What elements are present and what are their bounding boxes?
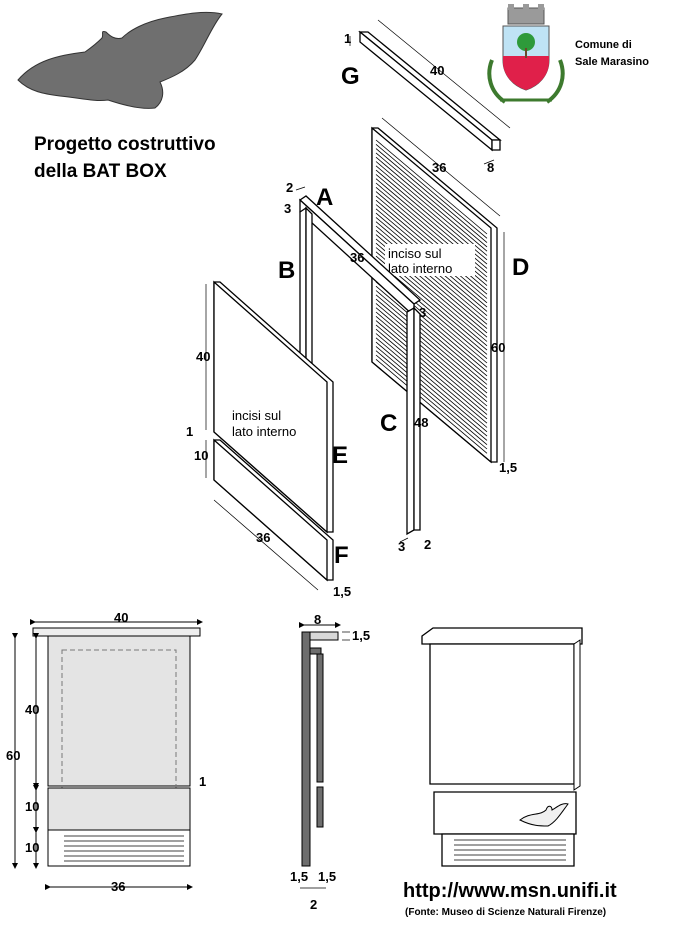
groove-line bbox=[375, 311, 488, 407]
groove-line bbox=[375, 294, 488, 390]
dim-e-height: 40 bbox=[196, 349, 210, 364]
title-line-2: della BAT BOX bbox=[34, 161, 167, 182]
dim-d-width: 36 bbox=[432, 160, 446, 175]
note-d-bg bbox=[385, 244, 475, 276]
part-g bbox=[349, 19, 511, 165]
groove-line bbox=[375, 324, 488, 420]
dim-e-gap: 1 bbox=[186, 424, 193, 439]
part-b bbox=[299, 206, 313, 378]
groove-line bbox=[375, 354, 488, 450]
groove-line bbox=[375, 341, 488, 437]
front-dim-top: 40 bbox=[114, 610, 128, 625]
dim-c-top: 3 bbox=[419, 305, 426, 320]
side-view bbox=[299, 622, 350, 889]
dim-a-w: 2 bbox=[286, 180, 293, 195]
label-a: A bbox=[316, 184, 333, 211]
front-dim-low: 10 bbox=[25, 840, 39, 855]
groove-line bbox=[375, 358, 488, 454]
note-d-line-2: lato interno bbox=[388, 261, 452, 276]
groove-line bbox=[375, 315, 488, 411]
part-e bbox=[205, 280, 334, 534]
groove-line bbox=[375, 350, 488, 446]
groove-line bbox=[375, 152, 488, 248]
dim-g-len: 40 bbox=[430, 63, 444, 78]
side-dim-right: 1,5 bbox=[318, 869, 336, 884]
side-dim-bottom: 2 bbox=[310, 897, 317, 912]
groove-line bbox=[375, 290, 488, 385]
side-dim-top: 8 bbox=[314, 612, 321, 627]
title-line-1: Progetto costruttivo bbox=[34, 134, 216, 155]
groove-line bbox=[375, 346, 488, 441]
bat-engraving-icon bbox=[519, 803, 569, 827]
label-e: E bbox=[332, 442, 348, 469]
label-c: C bbox=[380, 410, 397, 437]
part-c bbox=[399, 306, 421, 543]
front-dim-mid: 10 bbox=[25, 799, 39, 814]
dim-a-d: 3 bbox=[284, 201, 291, 216]
note-e-line-1: incisi sul bbox=[232, 408, 281, 423]
side-dim-roof: 1,5 bbox=[352, 628, 370, 643]
side-dim-left: 1,5 bbox=[290, 869, 308, 884]
groove-line bbox=[375, 303, 488, 398]
front-dim-gap: 1 bbox=[199, 774, 206, 789]
source-credit: (Fonte: Museo di Scienze Naturali Firenz… bbox=[405, 907, 606, 918]
bat-silhouette bbox=[17, 11, 223, 109]
dim-d-height: 60 bbox=[491, 340, 505, 355]
groove-line bbox=[375, 148, 488, 243]
website-url: http://www.msn.unifi.it bbox=[403, 880, 617, 902]
front-dim-upper: 40 bbox=[25, 702, 39, 717]
groove-line bbox=[375, 328, 488, 424]
groove-line bbox=[375, 307, 488, 403]
dim-c-len: 48 bbox=[414, 415, 428, 430]
dim-f-height: 10 bbox=[194, 448, 208, 463]
label-f: F bbox=[334, 542, 349, 569]
label-g: G bbox=[341, 63, 360, 90]
coat-of-arms-icon bbox=[487, 4, 565, 104]
label-d: D bbox=[512, 254, 529, 281]
municipality-line-2: Sale Marasino bbox=[575, 56, 649, 68]
groove-line bbox=[375, 285, 488, 381]
groove-line bbox=[375, 337, 488, 433]
groove-line bbox=[375, 161, 488, 256]
front-dim-bottom: 36 bbox=[111, 879, 125, 894]
part-f bbox=[205, 438, 334, 591]
municipality-line-1: Comune di bbox=[575, 39, 632, 51]
groove-line bbox=[375, 143, 488, 239]
note-d-line-1: inciso sul bbox=[388, 246, 442, 261]
dim-ef-width: 36 bbox=[256, 530, 270, 545]
dim-c-bot-b: 2 bbox=[424, 537, 431, 552]
groove-line bbox=[375, 156, 488, 252]
dim-d-thick: 1,5 bbox=[499, 460, 517, 475]
perspective-view bbox=[421, 627, 583, 867]
dim-a-len: 36 bbox=[350, 250, 364, 265]
groove-line bbox=[375, 139, 488, 235]
front-view bbox=[12, 619, 203, 890]
groove-line bbox=[375, 333, 488, 428]
front-dim-total: 60 bbox=[6, 748, 20, 763]
dim-c-bot-a: 3 bbox=[398, 539, 405, 554]
groove-line bbox=[375, 320, 488, 415]
groove-line bbox=[375, 298, 488, 394]
label-b: B bbox=[278, 257, 295, 284]
dim-g-thick: 1 bbox=[344, 31, 351, 46]
part-d bbox=[371, 117, 505, 464]
dim-ef-thick: 1,5 bbox=[333, 584, 351, 599]
dim-g-depth: 8 bbox=[487, 160, 494, 175]
note-e-line-2: lato interno bbox=[232, 424, 296, 439]
